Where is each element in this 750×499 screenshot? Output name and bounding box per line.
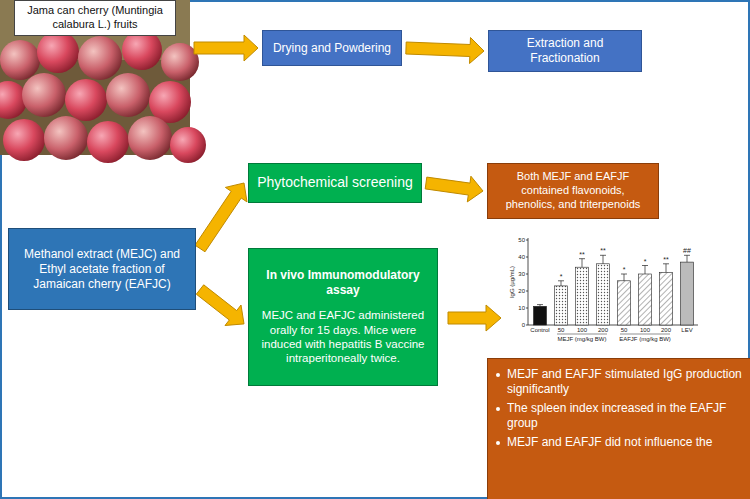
group-label: EAFJF (mg/kg BW) [619, 336, 671, 342]
method-box: In vivo Immunomodulatory assayMEJC and E… [248, 248, 438, 386]
significance-mark: ** [579, 251, 584, 258]
photo-node: Jama can cherry (Muntingia calabura L.) … [0, 0, 190, 155]
box-heading: In vivo Immunomodulatory assay [257, 268, 429, 298]
bullet-item: The spleen index increased in the EAFJF … [494, 401, 742, 431]
bullet-text: MEJF and EAFJF stimulated IgG production… [507, 367, 742, 397]
box-text: Methanol extract (MEJC) and Ethyl acetat… [17, 247, 187, 292]
box-text: MEJC and EAFJC administered orally for 1… [257, 308, 429, 366]
process-box: Drying and Powdering [262, 30, 402, 66]
significance-mark: ## [683, 247, 691, 254]
bullet-text: MEJF and EAFJF did not influence the [507, 435, 712, 450]
block-arrow [406, 38, 484, 64]
tick-label: 0 [522, 322, 525, 328]
category-label: 200 [661, 327, 671, 333]
result-box: Both MEJF and EAFJF contained flavonoids… [487, 163, 659, 219]
block-arrow [196, 285, 244, 326]
category-label: 100 [577, 327, 587, 333]
category-label: LEV [681, 327, 692, 333]
category-label: 50 [621, 327, 628, 333]
tick-label: 20 [518, 288, 525, 294]
sample-box: Methanol extract (MEJC) and Ethyl acetat… [8, 228, 196, 310]
bullet-item: MEJF and EAFJF did not influence the [494, 435, 742, 450]
block-arrow [425, 176, 483, 202]
tick-label: 40 [518, 254, 525, 260]
axis-label: IgG (µg/mL) [509, 266, 515, 298]
box-text: Drying and Powdering [271, 41, 393, 56]
result-box: MEJF and EAFJF stimulated IgG production… [487, 358, 750, 499]
tick-label: 50 [518, 237, 525, 243]
significance-mark: * [623, 266, 626, 273]
method-box: Phytochemical screening [248, 163, 422, 203]
category-label: 50 [558, 327, 565, 333]
bullet-dot [496, 407, 500, 411]
block-arrow [195, 183, 247, 252]
photo-caption: Jama can cherry (Muntingia calabura L.) … [14, 0, 176, 36]
significance-mark: * [560, 273, 563, 280]
box-text: Phytochemical screening [257, 174, 413, 192]
category-label: Control [530, 327, 549, 333]
box-text: Both MEJF and EAFJF contained flavonoids… [496, 170, 650, 211]
block-arrow [194, 35, 258, 61]
category-label: 100 [640, 327, 650, 333]
significance-mark: ** [600, 247, 605, 254]
significance-mark: ** [663, 256, 668, 263]
process-box: Extraction and Fractionation [488, 30, 642, 72]
bullet-dot [496, 373, 500, 377]
box-text: Extraction and Fractionation [497, 36, 633, 66]
bullet-dot [496, 441, 500, 445]
tick-label: 10 [518, 305, 525, 311]
bullet-text: The spleen index increased in the EAFJF … [507, 401, 742, 431]
bullet-item: MEJF and EAFJF stimulated IgG production… [494, 367, 742, 397]
category-label: 200 [598, 327, 608, 333]
group-label: MEJF (mg/kg BW) [558, 336, 607, 342]
tick-label: 30 [518, 271, 525, 277]
significance-mark: * [644, 258, 647, 265]
